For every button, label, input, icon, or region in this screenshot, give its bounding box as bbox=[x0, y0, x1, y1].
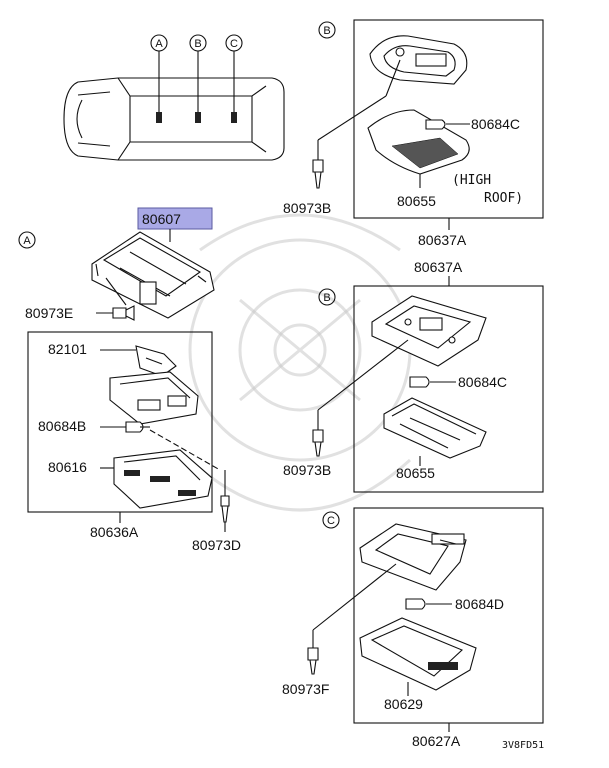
label-80637A-1: 80637A bbox=[418, 232, 467, 248]
car-marker-b: B bbox=[189, 34, 207, 52]
bezel-80637A-1[interactable] bbox=[369, 35, 468, 85]
screw-80973B-1[interactable] bbox=[312, 159, 324, 189]
bulb-80684C-2[interactable] bbox=[409, 376, 430, 388]
section-marker-b1: B bbox=[318, 21, 336, 39]
marker-c-dot bbox=[231, 112, 237, 123]
cover-80655-1[interactable] bbox=[367, 109, 470, 175]
label-80973D: 80973D bbox=[192, 537, 241, 553]
bezel-80637A-2[interactable] bbox=[371, 295, 487, 367]
label-80637A-2: 80637A bbox=[414, 259, 463, 275]
label-80684B: 80684B bbox=[38, 418, 86, 434]
clip-82101[interactable] bbox=[135, 345, 177, 377]
bezel-80627A[interactable] bbox=[359, 523, 467, 591]
svg-text:B: B bbox=[323, 25, 330, 37]
label-80684C-2: 80684C bbox=[458, 374, 507, 390]
note-high: (HIGH bbox=[452, 173, 491, 188]
car-top-view: A B C bbox=[63, 34, 285, 161]
label-80973E: 80973E bbox=[25, 305, 73, 321]
section-marker-a: A bbox=[18, 231, 36, 249]
screw-80973B-2[interactable] bbox=[312, 429, 324, 457]
section-b-high-roof: B 80684C 80973B 80655 (HIGH ROOF) bbox=[283, 19, 544, 248]
lens-80629[interactable] bbox=[359, 617, 477, 691]
label-80616: 80616 bbox=[48, 459, 87, 475]
bulb-80684B[interactable] bbox=[125, 421, 150, 433]
label-80684C-1: 80684C bbox=[471, 116, 520, 132]
section-c: C 80684D 80973F 80629 80627A bbox=[282, 507, 544, 749]
diagram-code: 3V8FD51 bbox=[502, 740, 544, 751]
bulb-80684C-1[interactable] bbox=[425, 119, 446, 130]
bulb-80684D[interactable] bbox=[405, 598, 426, 610]
svg-text:B: B bbox=[323, 292, 330, 304]
label-80684D: 80684D bbox=[455, 596, 504, 612]
bracket-80607[interactable] bbox=[91, 231, 215, 319]
note-roof: ROOF) bbox=[484, 191, 523, 206]
marker-b-dot bbox=[195, 112, 201, 123]
label-80973B-1: 80973B bbox=[283, 200, 331, 216]
highlight-80607[interactable] bbox=[137, 207, 213, 230]
label-80607: 80607 bbox=[142, 211, 181, 227]
box-80637A-2 bbox=[353, 285, 544, 493]
label-80636A: 80636A bbox=[90, 524, 139, 540]
section-b-standard: 80637A B 80684C 80973B bbox=[283, 259, 544, 493]
label-80655-1: 80655 bbox=[397, 193, 436, 209]
label-82101: 82101 bbox=[48, 341, 87, 357]
lens-80655-2[interactable] bbox=[383, 397, 487, 459]
marker-a-dot bbox=[156, 112, 162, 123]
svg-text:B: B bbox=[194, 38, 201, 50]
screw-80973F[interactable] bbox=[307, 647, 319, 675]
label-80973F: 80973F bbox=[282, 681, 329, 697]
svg-text:A: A bbox=[23, 235, 31, 247]
section-marker-c: C bbox=[322, 511, 340, 529]
label-80973B-2: 80973B bbox=[283, 462, 331, 478]
section-a: A 80607 80973E 82101 bbox=[18, 207, 241, 553]
lens-80616[interactable] bbox=[113, 449, 213, 509]
label-80655-2: 80655 bbox=[396, 465, 435, 481]
screw-80973E[interactable] bbox=[112, 305, 135, 321]
svg-text:A: A bbox=[155, 38, 163, 50]
label-80629: 80629 bbox=[384, 696, 423, 712]
svg-text:C: C bbox=[327, 515, 335, 527]
section-marker-b2: B bbox=[318, 288, 336, 306]
lamp-housing-80636A[interactable] bbox=[109, 371, 199, 425]
car-marker-a: A bbox=[150, 34, 168, 52]
car-marker-c: C bbox=[225, 34, 243, 52]
screw-80973D[interactable] bbox=[220, 495, 230, 523]
svg-text:C: C bbox=[230, 38, 238, 50]
label-80627A: 80627A bbox=[412, 733, 461, 749]
